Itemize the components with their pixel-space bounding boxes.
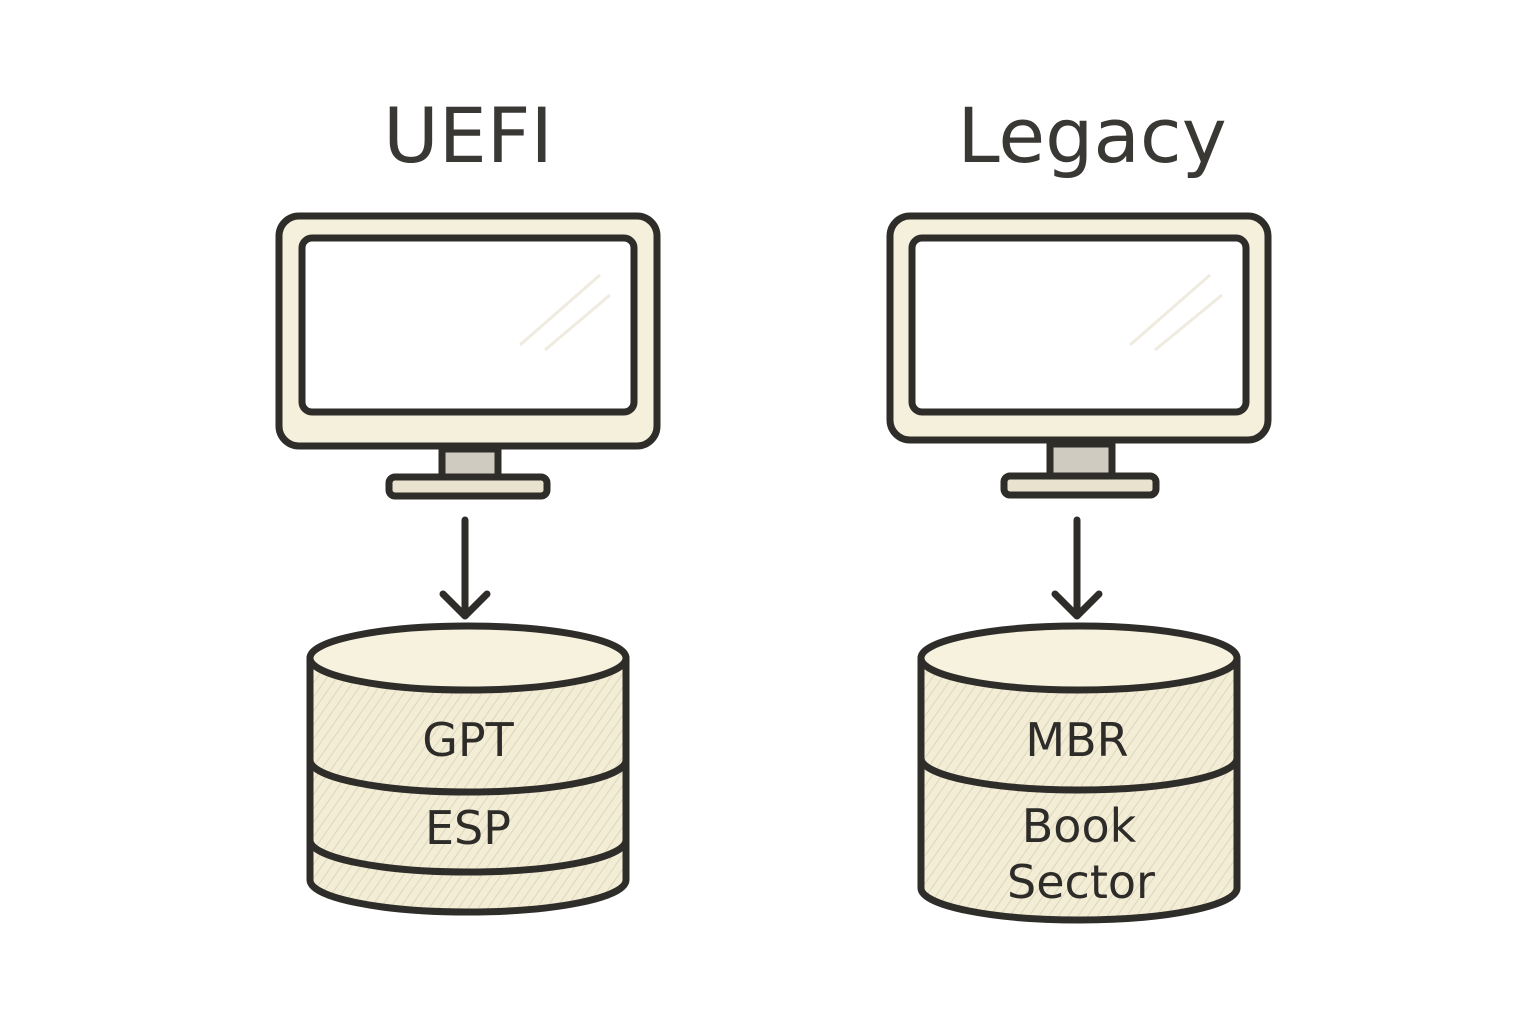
legacy-monitor-icon	[886, 212, 1272, 499]
legacy-database-cylinder-icon	[917, 622, 1241, 924]
uefi-database-cylinder-icon	[306, 622, 630, 916]
legacy-disk-label-book: Book	[1022, 799, 1137, 853]
uefi-title: UEFI	[383, 91, 553, 180]
uefi-monitor-icon	[275, 212, 661, 500]
uefi-arrow-down-icon	[439, 516, 491, 620]
uefi-disk-label-esp: ESP	[425, 801, 511, 855]
uefi-column: UEFI GPT ESP	[275, 91, 661, 916]
uefi-disk-label-gpt: GPT	[422, 713, 514, 767]
legacy-column: Legacy MBR Book Sector	[886, 91, 1272, 924]
legacy-title: Legacy	[957, 91, 1226, 180]
legacy-arrow-down-icon	[1051, 516, 1103, 620]
legacy-disk-label-sector: Sector	[1007, 855, 1155, 909]
legacy-disk-label-mbr: MBR	[1025, 713, 1128, 767]
